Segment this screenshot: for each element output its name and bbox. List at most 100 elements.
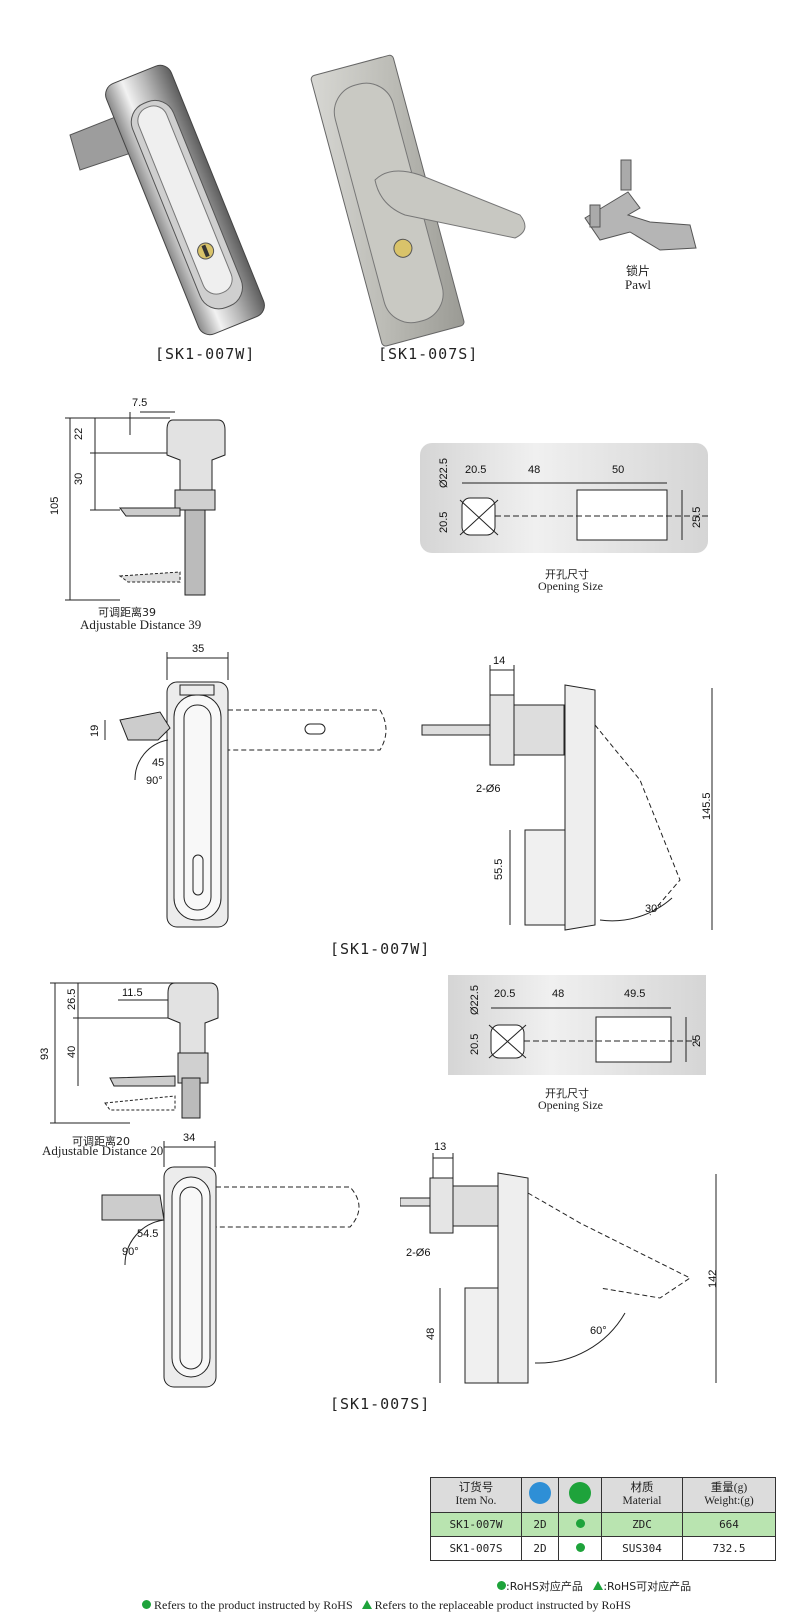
svg-text:19: 19 <box>89 725 101 737</box>
row-weight: 732.5 <box>682 1536 776 1561</box>
legend-en-tri-text: Refers to the replaceable product instru… <box>374 1598 631 1612</box>
cad-icon <box>529 1482 551 1504</box>
header-cad <box>521 1477 559 1513</box>
svg-text:40: 40 <box>66 1046 78 1058</box>
header-weight: 重量(g)Weight:(g) <box>682 1477 776 1513</box>
header-weight-en: Weight:(g) <box>704 1495 754 1507</box>
svg-text:48: 48 <box>552 988 564 1000</box>
svg-text:14: 14 <box>493 655 505 667</box>
legend-cn-tri-text: :RoHS可对应产品 <box>603 1580 692 1593</box>
table-row: SK1-007S 2D SUS304 732.5 <box>430 1536 776 1561</box>
row-cad: 2D <box>521 1536 559 1561</box>
svg-text:25.5: 25.5 <box>691 507 703 528</box>
svg-text:145.5: 145.5 <box>701 792 713 820</box>
w-opening-cn: 开孔尺寸 <box>545 568 589 581</box>
svg-text:26.5: 26.5 <box>66 989 78 1010</box>
pawl-label-cn: 锁片 <box>625 264 650 278</box>
svg-text:45: 45 <box>152 757 164 769</box>
svg-text:105: 105 <box>49 497 61 515</box>
row-material: ZDC <box>601 1512 683 1537</box>
sk1-007w-photo <box>69 64 265 336</box>
s-adjust-cn: 可调距离20 <box>72 1135 130 1148</box>
svg-text:90°: 90° <box>146 775 163 787</box>
s-side-view: 11.5 26.5 40 93 <box>40 982 219 1124</box>
svg-text:2-Ø6: 2-Ø6 <box>476 783 500 795</box>
w-side-view: 7.5 22 30 105 <box>49 397 226 601</box>
rohs-dot-icon <box>497 1581 506 1590</box>
svg-text:2-Ø6: 2-Ø6 <box>406 1247 430 1259</box>
svg-text:90°: 90° <box>122 1246 139 1258</box>
product-photos <box>69 54 697 347</box>
svg-text:Ø22.5: Ø22.5 <box>469 985 481 1015</box>
svg-text:25: 25 <box>691 1035 703 1047</box>
row-item: SK1-007W <box>430 1512 522 1537</box>
s-front-view: 34 20 54.5 90° <box>80 1132 360 1388</box>
svg-text:7.5: 7.5 <box>132 397 147 409</box>
header-item-cn: 订货号 <box>458 1482 494 1494</box>
s-opening-cn: 开孔尺寸 <box>545 1087 589 1100</box>
svg-text:48: 48 <box>425 1328 437 1340</box>
svg-text:11.5: 11.5 <box>122 987 143 999</box>
svg-text:35: 35 <box>192 643 204 655</box>
header-rohs <box>558 1477 602 1513</box>
row-cad: 2D <box>521 1512 559 1537</box>
svg-text:20.5: 20.5 <box>494 988 515 1000</box>
row-material: SUS304 <box>601 1536 683 1561</box>
rohs-dot-icon <box>142 1600 151 1609</box>
header-material-en: Material <box>622 1495 662 1507</box>
s-drawing-caption: [SK1-007S] <box>330 1395 431 1413</box>
svg-text:55.5: 55.5 <box>493 859 505 880</box>
row-item: SK1-007S <box>430 1536 522 1561</box>
svg-text:20.5: 20.5 <box>438 512 450 533</box>
row-rohs <box>558 1512 602 1537</box>
photo-caption-s: [SK1-007S] <box>378 345 479 363</box>
legend-cn: :RoHS对应产品 :RoHS可对应产品 <box>497 1578 691 1594</box>
header-item-en: Item No. <box>455 1495 497 1507</box>
svg-text:Ø22.5: Ø22.5 <box>438 458 450 488</box>
svg-text:30: 30 <box>73 473 85 485</box>
row-weight: 664 <box>682 1512 776 1537</box>
s-profile-view: 13 36 2-Ø6 142 48 60° <box>400 1141 719 1384</box>
svg-text:142: 142 <box>707 1270 719 1288</box>
svg-text:34: 34 <box>183 1132 195 1144</box>
legend-en-dot-text: Refers to the product instructed by RoHS <box>154 1598 353 1612</box>
w-front-view: 35 19 45 90° <box>89 643 387 928</box>
w-adjust-en: Adjustable Distance 39 <box>80 617 202 632</box>
svg-text:30°: 30° <box>645 903 662 915</box>
svg-text:93: 93 <box>40 1048 51 1060</box>
legend-cn-dot-text: :RoHS对应产品 <box>506 1580 583 1593</box>
svg-text:20.5: 20.5 <box>469 1034 481 1055</box>
rohs-icon <box>569 1482 591 1504</box>
s-opening-en: Opening Size <box>538 1098 603 1112</box>
s-opening-diagram: 20.5 48 49.5 Ø22.5 20.5 25 <box>469 985 703 1063</box>
w-opening-diagram: 20.5 48 50 Ø22.5 20.5 25.5 <box>438 458 708 541</box>
legend-en: Refers to the product instructed by RoHS… <box>142 1598 631 1613</box>
w-adjust-cn: 可调距离39 <box>98 606 156 619</box>
sk1-007s-photo <box>310 54 526 347</box>
svg-text:13: 13 <box>434 1141 446 1153</box>
row-rohs <box>558 1536 602 1561</box>
photo-caption-w: [SK1-007W] <box>155 345 256 363</box>
rohs-dot-icon <box>575 1519 585 1528</box>
s-adjust-en: Adjustable Distance 20 <box>42 1143 164 1158</box>
header-weight-cn: 重量(g) <box>710 1482 748 1494</box>
rohs-triangle-icon <box>361 1600 372 1609</box>
svg-text:22: 22 <box>73 428 85 440</box>
pawl-photo <box>584 159 697 251</box>
svg-text:20.5: 20.5 <box>465 464 486 476</box>
svg-text:48: 48 <box>528 464 540 476</box>
w-drawing-caption: [SK1-007W] <box>330 940 431 958</box>
rohs-triangle-icon <box>593 1581 604 1590</box>
table-row: SK1-007W 2D ZDC 664 <box>430 1512 776 1537</box>
svg-text:50: 50 <box>612 464 624 476</box>
w-profile-view: 14 37 2-Ø6 145.5 55.5 30° <box>421 655 713 931</box>
svg-text:54.5: 54.5 <box>137 1228 158 1240</box>
svg-text:49.5: 49.5 <box>624 988 645 1000</box>
svg-text:20: 20 <box>80 1201 81 1213</box>
w-opening-en: Opening Size <box>538 579 603 593</box>
rohs-dot-icon <box>575 1543 585 1552</box>
